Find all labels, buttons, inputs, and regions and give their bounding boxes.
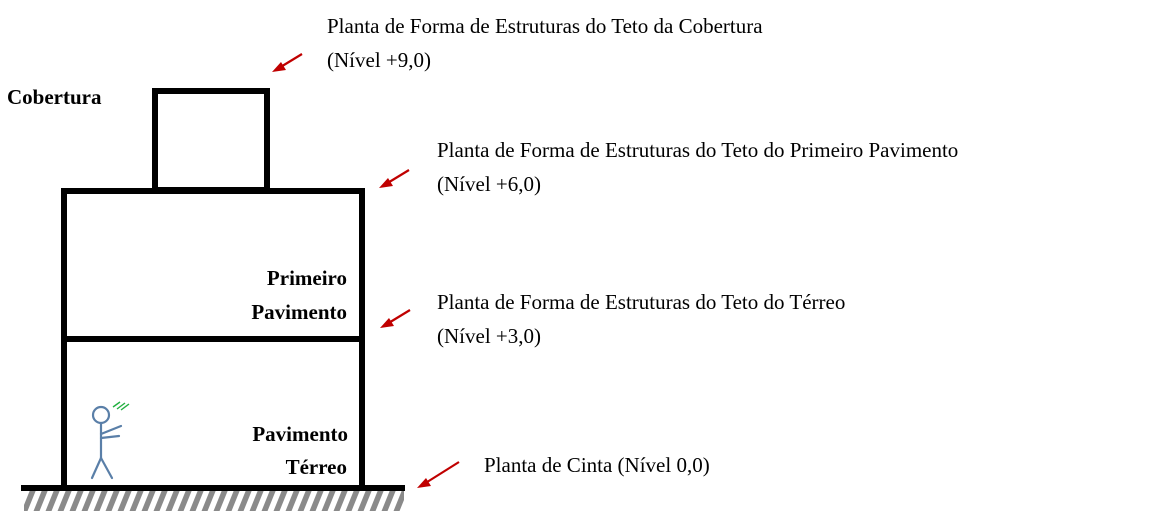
ground-hatch [24,488,404,511]
ground [21,485,405,511]
annotation-foundation: Planta de Cinta (Nível 0,0) [484,453,710,477]
roof-label: Cobertura [7,85,102,109]
annotation-first-floor-line2: (Nível +6,0) [437,172,541,196]
building-structure [61,88,365,488]
arrow-first-floor-icon [379,169,410,188]
ground-floor-label-line2: Térreo [286,455,347,479]
annotation-ground-ceiling-line2: (Nível +3,0) [437,324,541,348]
arrow-foundation-icon [417,461,460,488]
first-floor-structure [61,188,365,342]
ground-floor-label-line1: Pavimento [252,422,348,446]
stick-figure-person-icon [90,401,130,480]
roof-structure [152,88,270,193]
arrow-ground-ceiling-icon [380,309,411,328]
arrow-roof-icon [272,53,303,72]
first-floor-label-line2: Pavimento [251,300,347,324]
annotation-first-floor-line1: Planta de Forma de Estruturas do Teto do… [437,138,958,162]
annotation-roof-line2: (Nível +9,0) [327,48,431,72]
annotation-roof-line1: Planta de Forma de Estruturas do Teto da… [327,14,763,38]
first-floor-label-line1: Primeiro [267,266,347,290]
annotation-ground-ceiling-line1: Planta de Forma de Estruturas do Teto do… [437,290,845,314]
